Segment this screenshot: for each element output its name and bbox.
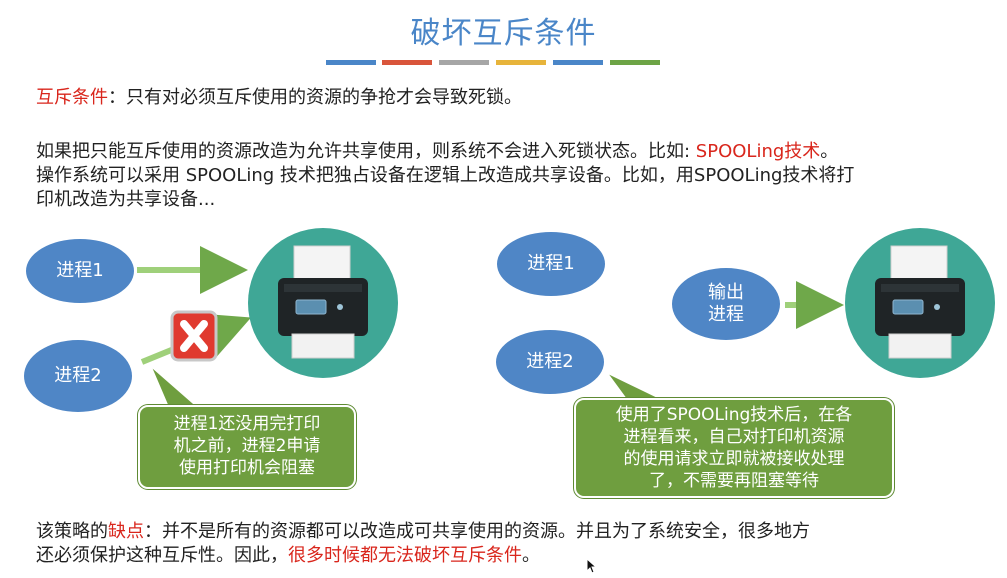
- output-process-label-2: 进程: [708, 304, 744, 325]
- left-callout: 进程1还没用完打印 机之前，进程2申请 使用打印机会阻塞: [138, 405, 356, 489]
- left-process2-node: 进程2: [24, 340, 132, 412]
- printer-icon: [875, 245, 965, 359]
- right-callout-line: 了，不需要再阻塞等待: [649, 471, 819, 491]
- drawback-line2-pre: 还必须保护这种互斥性。因此，: [36, 545, 288, 566]
- right-printer-circle: [845, 228, 995, 378]
- right-callout-line: 使用了SPOOLing技术后，在各: [615, 405, 853, 425]
- drawback-text: ：并不是所有的资源都可以改造成可共享使用的资源。并且为了系统安全，很多地方: [144, 521, 810, 542]
- blocked-icon: [170, 310, 220, 370]
- output-process-node: 输出 进程: [672, 268, 780, 340]
- right-process1-node: 进程1: [497, 232, 605, 296]
- drawback-conclusion: 很多时候都无法破坏互斥条件: [288, 545, 522, 566]
- intro-line-3: 印机改造为共享设备...: [36, 189, 216, 210]
- output-process-label-1: 输出: [708, 282, 744, 303]
- left-callout-line: 机之前，进程2申请: [173, 436, 321, 456]
- drawback-line-2: 还必须保护这种互斥性。因此，很多时候都无法破坏互斥条件。: [36, 544, 540, 568]
- color-bar-6: [610, 60, 660, 65]
- intro-line-1: 如果把只能互斥使用的资源改造为允许共享使用，则系统不会进入死锁状态。比如: SP…: [36, 140, 838, 164]
- color-bar-5: [553, 60, 603, 65]
- left-process1-node: 进程1: [26, 239, 134, 303]
- right-process2-node: 进程2: [496, 330, 604, 394]
- mutex-text: ：只有对必须互斥使用的资源的争抢才会导致死锁。: [108, 87, 522, 108]
- mouse-cursor-icon: [586, 557, 598, 578]
- page-title: 破坏互斥条件: [410, 16, 597, 51]
- drawback-line-1: 该策略的缺点：并不是所有的资源都可以改造成可共享使用的资源。并且为了系统安全，很…: [36, 520, 810, 544]
- drawback-line2-end: 。: [522, 545, 540, 566]
- right-callout-line: 进程看来，自己对打印机资源: [623, 427, 845, 447]
- right-callout: 使用了SPOOLing技术后，在各 进程看来，自己对打印机资源 的使用请求立即就…: [574, 398, 894, 498]
- color-bar-3: [439, 60, 489, 65]
- mutex-definition: 互斥条件：只有对必须互斥使用的资源的争抢才会导致死锁。: [36, 86, 522, 110]
- drawback-label: 缺点: [108, 521, 144, 542]
- drawback-pre: 该策略的: [36, 521, 108, 542]
- color-bar-2: [382, 60, 432, 65]
- left-callout-line: 进程1还没用完打印: [173, 414, 321, 434]
- right-callout-line: 的使用请求立即就被接收处理: [623, 449, 845, 469]
- intro-line-2: 操作系统可以采用 SPOOLing 技术把独占设备在逻辑上改造成共享设备。比如，…: [36, 165, 855, 186]
- color-bar-4: [496, 60, 546, 65]
- left-printer-circle: [248, 228, 398, 378]
- mutex-label: 互斥条件: [36, 87, 108, 108]
- intro-line-1-end: 。: [820, 141, 839, 162]
- spooling-highlight: SPOOLing技术: [695, 141, 821, 162]
- left-callout-line: 使用打印机会阻塞: [179, 458, 315, 478]
- color-bar-1: [326, 60, 376, 65]
- intro-line-1-text: 如果把只能互斥使用的资源改造为允许共享使用，则系统不会进入死锁状态。比如:: [36, 141, 696, 162]
- printer-icon: [278, 245, 368, 359]
